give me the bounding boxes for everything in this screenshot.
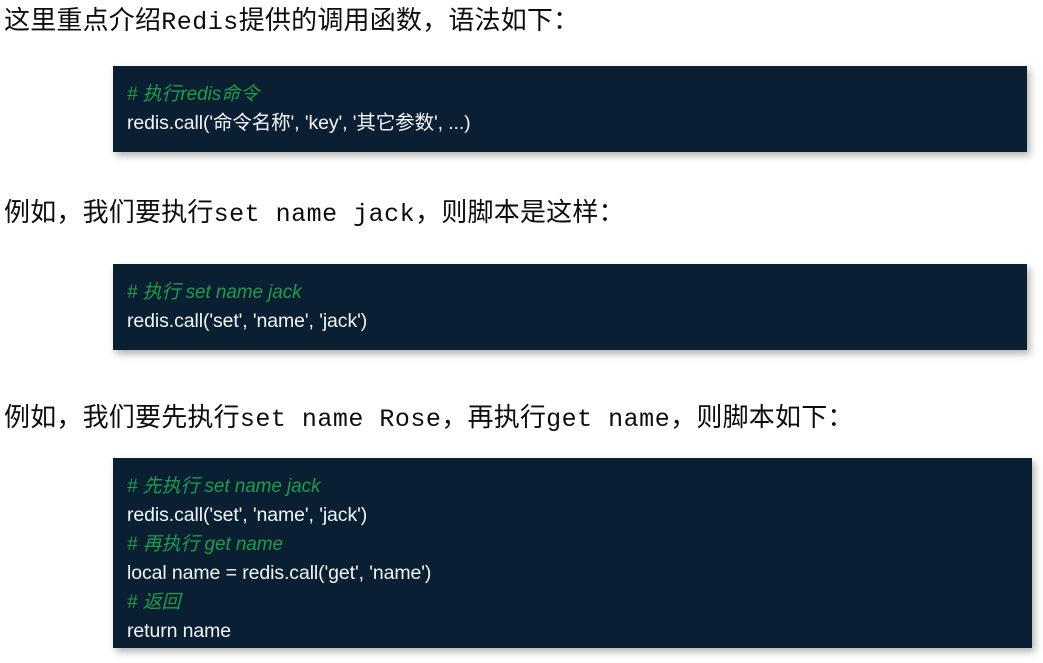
- code-block-set-example: # 执行 set name jack redis.call('set', 'na…: [113, 264, 1027, 350]
- paragraph-intro-segment-2: Redis: [161, 8, 239, 37]
- paragraph-intro: 这里重点介绍Redis提供的调用函数，语法如下：: [4, 4, 579, 40]
- code-comment-line: # 执行redis命令: [127, 84, 259, 105]
- code-line: redis.call('命令名称', 'key', '其它参数', ...): [127, 112, 471, 134]
- paragraph-set-get-example-segment-4: get name: [546, 405, 671, 434]
- code-block-set-get-example: # 先执行 set name jack redis.call('set', 'n…: [113, 458, 1032, 648]
- code-line: local name = redis.call('get', 'name'): [127, 562, 432, 584]
- paragraph-intro-segment-3: 提供的调用函数，语法如下：: [238, 6, 580, 35]
- paragraph-set-get-example: 例如，我们要先执行set name Rose，再执行get name，则脚本如下…: [4, 401, 854, 437]
- code-comment-line: # 执行 set name jack: [127, 282, 302, 303]
- paragraph-set-example-segment-3: ，则脚本是这样：: [415, 198, 625, 227]
- paragraph-set-example-segment-1: 例如，我们要执行: [4, 198, 214, 227]
- paragraph-set-get-example-segment-5: ，则脚本如下：: [670, 403, 854, 432]
- paragraph-set-get-example-segment-1: 例如，我们要先执行: [4, 403, 240, 432]
- code-block-call-syntax: # 执行redis命令 redis.call('命令名称', 'key', '其…: [113, 66, 1027, 152]
- paragraph-set-get-example-segment-3: ，再执行: [441, 403, 547, 432]
- code-comment-line: # 返回: [127, 592, 181, 613]
- code-line: redis.call('set', 'name', 'jack'): [127, 504, 368, 526]
- code-line: redis.call('set', 'name', 'jack'): [127, 310, 368, 332]
- code-comment-line: # 先执行 set name jack: [127, 476, 321, 497]
- paragraph-intro-segment-1: 这里重点介绍: [4, 6, 162, 35]
- paragraph-set-get-example-segment-2: set name Rose: [239, 405, 442, 434]
- code-line: return name: [127, 620, 232, 642]
- code-comment-line: # 再执行 get name: [127, 534, 283, 555]
- paragraph-set-example-segment-2: set name jack: [213, 200, 416, 229]
- paragraph-set-example: 例如，我们要执行set name jack，则脚本是这样：: [4, 196, 625, 232]
